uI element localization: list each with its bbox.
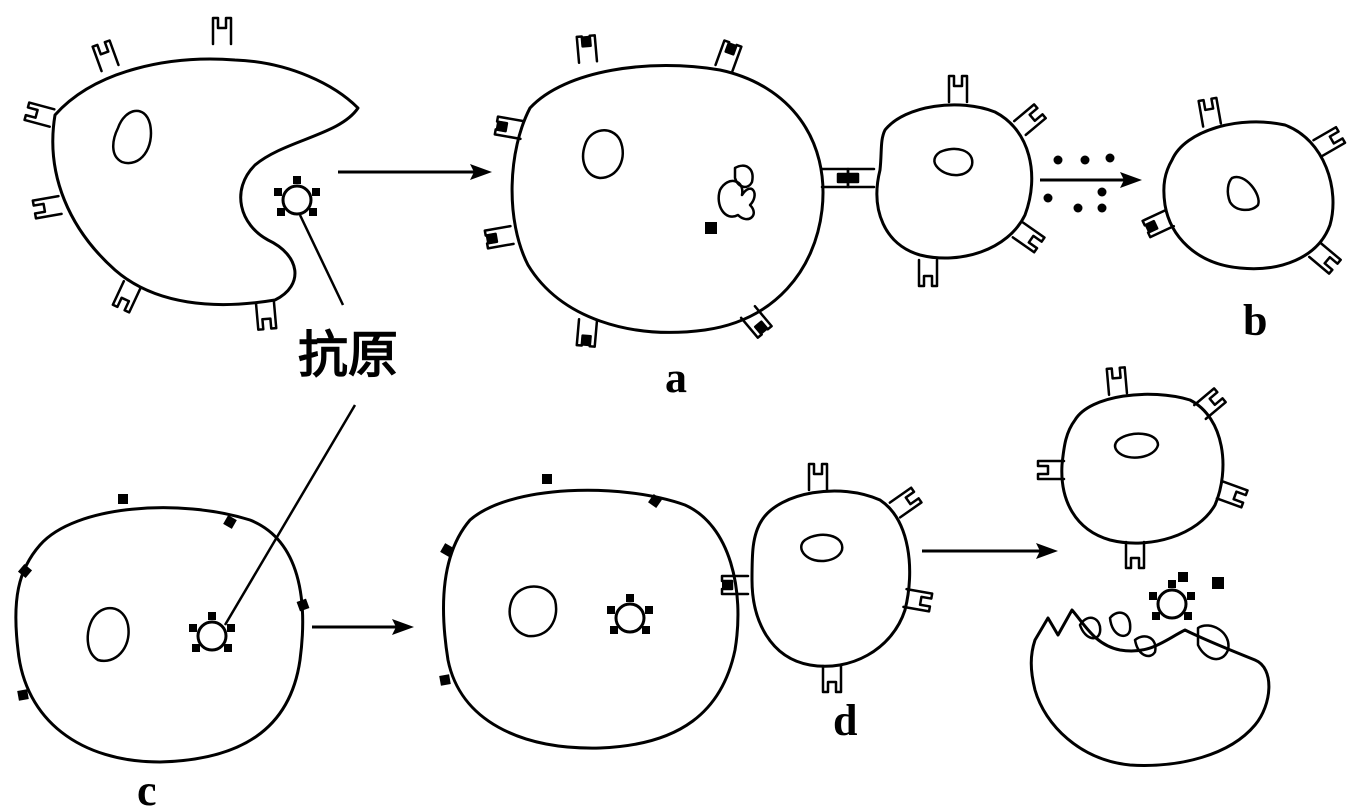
antigen-particle <box>272 174 322 218</box>
arrow <box>312 619 414 635</box>
label-d: d <box>833 696 857 745</box>
cytokine-dots <box>1043 153 1115 213</box>
label-a: a <box>665 353 687 402</box>
macrophage-cell <box>23 16 360 331</box>
arrow <box>338 164 492 180</box>
effector-t-cell <box>720 462 934 694</box>
pointer-line <box>223 404 357 626</box>
lysed-cell <box>1029 572 1271 767</box>
antigen-presenting-cell-a <box>483 34 850 348</box>
arrow <box>922 543 1058 559</box>
arrow <box>1040 172 1142 188</box>
label-b: b <box>1243 296 1267 345</box>
b-cell <box>1141 96 1347 275</box>
label-c: c <box>137 766 157 810</box>
t-cell-top <box>846 74 1047 288</box>
pointer-line <box>298 214 345 306</box>
antigen-label: 抗原 <box>298 326 398 384</box>
t-cell-released <box>1036 366 1249 570</box>
target-cell-d <box>439 474 740 750</box>
infected-cell-c <box>14 494 310 764</box>
